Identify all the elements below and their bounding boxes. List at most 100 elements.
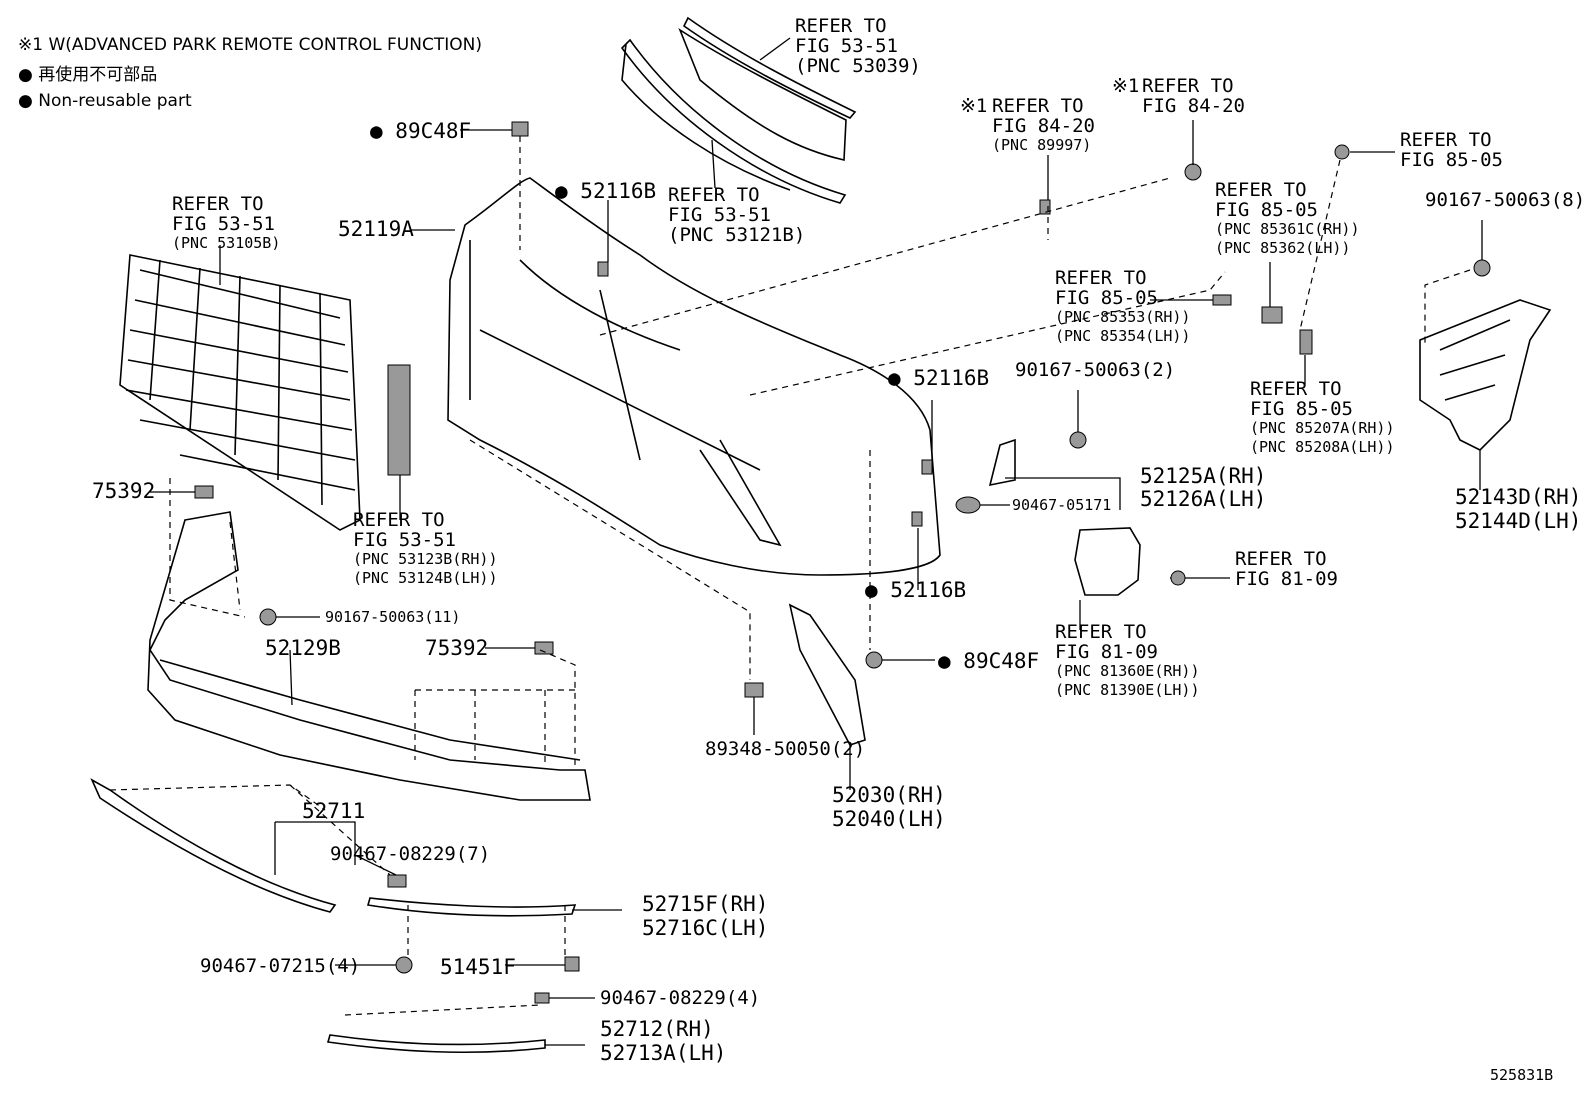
label-08229-7: 90467-08229(7)	[330, 843, 490, 865]
label-52143d: 52143D(RH)	[1455, 485, 1581, 509]
clip-9046705171	[955, 496, 981, 514]
moulding-52715f	[366, 897, 577, 917]
label-89c48f-bot: ● 89C48F	[938, 649, 1039, 673]
label-08229-4: 90467-08229(4)	[600, 987, 760, 1009]
bracket-52125a	[988, 438, 1016, 487]
label-r8420a0: ※1	[960, 95, 987, 117]
label-r8505b2: FIG 85-05	[1215, 199, 1318, 221]
label-r5351d3: (PNC 53123B(RH))	[353, 550, 498, 568]
dash-11	[109, 784, 391, 876]
upper-moulding-part	[678, 16, 857, 161]
side-garnish-52030	[788, 603, 866, 746]
label-r5351d1: REFER TO	[353, 509, 445, 531]
clip-52116b-a	[597, 261, 609, 277]
screw-8109	[1170, 570, 1186, 586]
label-89c48f-top: ● 89C48F	[370, 119, 471, 143]
label-07215: 90467-07215(4)	[200, 955, 360, 977]
label-r8109b2: FIG 81-09	[1055, 641, 1158, 663]
leader-52711	[274, 821, 356, 875]
leader-52125a	[1005, 477, 1121, 510]
label-52126a: 52126A(LH)	[1140, 487, 1266, 511]
label-r5351d2: FIG 53-51	[353, 529, 456, 551]
label-r8505c4: (PNC 85354(LH))	[1055, 327, 1190, 345]
label-r8505b1: REFER TO	[1215, 179, 1307, 201]
dash-6	[1424, 269, 1471, 345]
cap-8505	[1212, 294, 1232, 306]
label-r5351a1: REFER TO	[795, 15, 887, 37]
clip-9046708229-7	[387, 874, 407, 888]
label-r8420a2: FIG 84-20	[992, 115, 1095, 137]
diagram-id: 525831B	[1490, 1066, 1553, 1084]
lower-cover-part	[90, 778, 337, 913]
label-s-11: 90167-50063(11)	[325, 608, 460, 626]
label-52116b-a: ● 52116B	[555, 179, 656, 203]
dash-10	[414, 649, 576, 765]
label-r8505c2: FIG 85-05	[1055, 287, 1158, 309]
label-52713a: 52713A(LH)	[600, 1041, 726, 1065]
emblem-bracket-53123b	[387, 364, 411, 476]
dash-5	[1299, 159, 1341, 331]
holder-85361c	[1261, 306, 1283, 324]
clip-51451f	[564, 956, 580, 972]
label-r5351a2: FIG 53-51	[795, 35, 898, 57]
label-r5351b2: FIG 53-51	[172, 213, 275, 235]
label-r8505d2: FIG 85-05	[1250, 398, 1353, 420]
label-r8505a1: REFER TO	[1400, 129, 1492, 151]
label-r8109b4: (PNC 81390E(LH))	[1055, 681, 1200, 699]
label-52030: 52030(RH)	[832, 783, 946, 807]
label-r8420b0: ※1	[1112, 75, 1139, 97]
clip-89997	[1039, 199, 1051, 215]
label-r8505c3: (PNC 85353(RH))	[1055, 308, 1190, 326]
label-r8505b3: (PNC 85361C(RH))	[1215, 220, 1360, 238]
clip-52116b-b	[921, 459, 933, 475]
leader-53121b	[711, 139, 716, 189]
label-r8109a1: REFER TO	[1235, 548, 1327, 570]
dash-9	[169, 478, 246, 618]
label-52119a: 52119A	[338, 217, 414, 241]
label-r8420b2: FIG 84-20	[1142, 95, 1245, 117]
sensor-bracket	[1074, 527, 1141, 596]
screw-2	[1069, 431, 1087, 449]
dash-14	[229, 521, 241, 611]
radiator-grille-part	[119, 254, 361, 531]
dash-3	[749, 271, 1226, 396]
label-r8505b4: (PNC 85362(LH))	[1215, 239, 1350, 257]
label-52116b-c: ● 52116B	[865, 578, 966, 602]
screw-8505a	[1334, 144, 1350, 160]
label-52716c: 52716C(LH)	[642, 916, 768, 940]
clip-8934850050	[744, 682, 764, 698]
label-75392-b: 75392	[425, 636, 488, 660]
label-r8505c1: REFER TO	[1055, 267, 1147, 289]
label-r8109b1: REFER TO	[1055, 621, 1147, 643]
label-r5351b1: REFER TO	[172, 193, 264, 215]
legend-note: ※1 W(ADVANCED PARK REMOTE CONTROL FUNCTI…	[18, 35, 482, 55]
sensor-85207a	[1299, 329, 1313, 355]
label-52712: 52712(RH)	[600, 1017, 714, 1041]
label-r8420a3: (PNC 89997)	[992, 136, 1091, 154]
front-bumper-cover	[447, 177, 941, 576]
clip-89c48f-bot	[865, 651, 883, 669]
screw-11	[259, 608, 277, 626]
label-s-8: 90167-50063(8)	[1425, 189, 1585, 211]
grille-moulding-part	[620, 38, 847, 204]
label-8934850050: 89348-50050(2)	[705, 738, 865, 760]
label-r8109b3: (PNC 81360E(RH))	[1055, 662, 1200, 680]
label-52715f: 52715F(RH)	[642, 892, 768, 916]
legend-en: ● Non-reusable part	[18, 91, 192, 111]
label-r8505a2: FIG 85-05	[1400, 149, 1503, 171]
screw-9046707215	[395, 956, 413, 974]
leader-08229-7	[354, 854, 397, 876]
label-52116b-b: ● 52116B	[888, 366, 989, 390]
label-05171: 90467-05171	[1012, 496, 1111, 514]
lower-spoiler-part	[147, 511, 591, 801]
label-r5351a3: (PNC 53039)	[795, 55, 921, 77]
label-s-2: 90167-50063(2)	[1015, 359, 1175, 381]
label-52129b: 52129B	[265, 636, 341, 660]
leader-52129b	[289, 649, 293, 706]
dash-13	[344, 1004, 541, 1016]
label-r5351b3: (PNC 53105B)	[172, 234, 280, 252]
label-52125a: 52125A(RH)	[1140, 464, 1266, 488]
clip-52116b-c	[911, 511, 923, 527]
